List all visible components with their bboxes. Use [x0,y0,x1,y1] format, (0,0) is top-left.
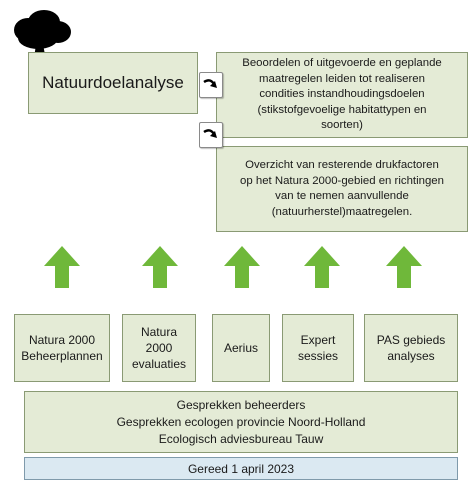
source-label: Aerius [223,341,258,355]
source-label: Natura 2000 evaluaties [131,325,187,371]
source-box-aerius: Aerius [212,314,270,382]
conversations-text: Gesprekken beheerders Gesprekken ecologe… [116,397,366,446]
conversations-box: Gesprekken beheerders Gesprekken ecologe… [24,391,458,453]
deadline-box: Gereed 1 april 2023 [24,457,458,480]
deadline-text: Gereed 1 april 2023 [187,461,295,476]
source-box-expert-sessies: Expert sessies [282,314,354,382]
next-step-button-2[interactable] [199,122,223,148]
up-arrow-icon [142,246,178,288]
source-box-evaluaties: Natura 2000 evaluaties [122,314,196,382]
natuurdoelanalyse-box: Natuurdoelanalyse [28,52,198,114]
pressure-factors-text: Overzicht van resterende drukfactoren op… [240,159,444,218]
up-arrow-icon [304,246,340,288]
natuurdoelanalyse-title: Natuurdoelanalyse [42,73,184,92]
source-label: PAS gebieds analyses [376,333,446,363]
up-arrow-icon [44,246,80,288]
tree-icon [14,10,71,66]
source-box-pas-analyses: PAS gebieds analyses [364,314,458,382]
assessment-text: Beoordelen of uitgevoerde en geplande ma… [242,57,442,132]
assessment-box: Beoordelen of uitgevoerde en geplande ma… [216,52,468,138]
curved-arrow-icon [203,129,217,138]
up-arrow-icon [224,246,260,288]
source-label: Natura 2000 Beheerplannen [21,333,103,363]
source-box-beheerplannen: Natura 2000 Beheerplannen [14,314,110,382]
next-step-button-1[interactable] [199,72,223,98]
pressure-factors-box: Overzicht van resterende drukfactoren op… [216,146,468,232]
source-label: Expert sessies [297,333,338,363]
up-arrow-icon [386,246,422,288]
curved-arrow-icon [203,79,217,88]
